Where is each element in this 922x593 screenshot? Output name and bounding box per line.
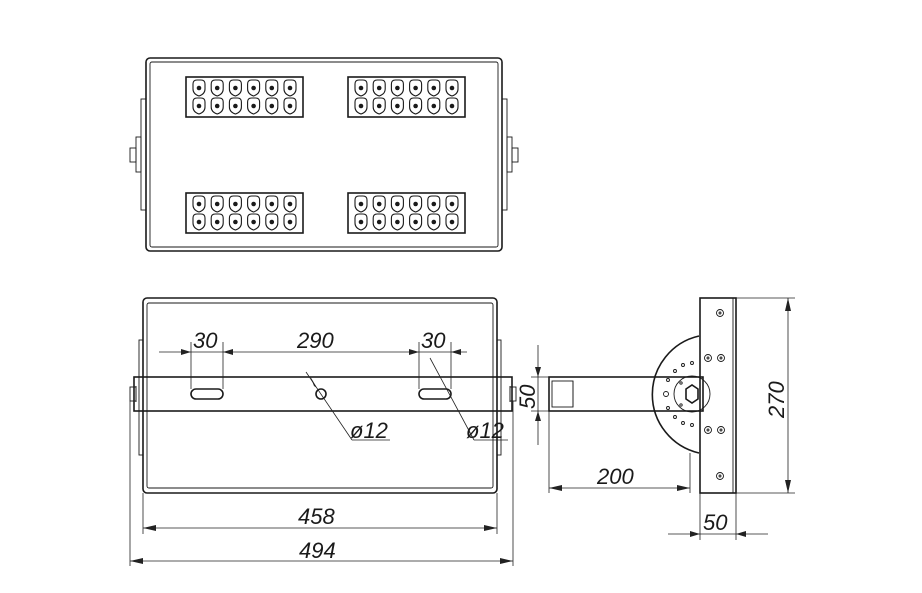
dimension-labels: 30 290 30 ø12 ø12 458 494 200 50 50 270 bbox=[193, 328, 789, 563]
led-lens bbox=[445, 213, 459, 231]
led-modules bbox=[185, 76, 466, 234]
dim-bracket-height: 50 bbox=[515, 384, 540, 409]
front-left-mount bbox=[129, 98, 147, 211]
led-lens bbox=[409, 79, 423, 97]
dim-hole-dia-right: ø12 bbox=[466, 418, 504, 443]
side-view bbox=[548, 297, 737, 494]
led-module-3 bbox=[185, 192, 304, 234]
led-module-frame bbox=[185, 192, 304, 234]
led-lens bbox=[265, 195, 279, 213]
led-lens bbox=[427, 79, 441, 97]
side-round-plate bbox=[651, 335, 700, 454]
led-lens bbox=[427, 97, 441, 115]
led-lens bbox=[445, 97, 459, 115]
led-lens bbox=[192, 195, 206, 213]
led-lens bbox=[372, 79, 386, 97]
led-lens bbox=[372, 97, 386, 115]
led-lens bbox=[390, 195, 404, 213]
led-lens bbox=[409, 213, 423, 231]
led-lens bbox=[228, 213, 242, 231]
led-lens bbox=[427, 213, 441, 231]
bracket-slot-left bbox=[190, 388, 224, 400]
dim-side-depth: 200 bbox=[596, 464, 634, 489]
dim-slot-width-left: 30 bbox=[193, 328, 218, 353]
led-lens bbox=[354, 195, 368, 213]
led-module-frame bbox=[347, 76, 466, 118]
led-lens bbox=[210, 79, 224, 97]
led-lens bbox=[210, 195, 224, 213]
led-module-frame bbox=[347, 192, 466, 234]
led-lens bbox=[354, 213, 368, 231]
led-lens bbox=[247, 97, 261, 115]
led-lens bbox=[372, 213, 386, 231]
led-lens bbox=[283, 79, 297, 97]
led-lens bbox=[390, 79, 404, 97]
dim-overall-width: 494 bbox=[299, 538, 336, 563]
led-lens bbox=[265, 79, 279, 97]
side-bracket-arm bbox=[548, 376, 704, 412]
led-lens bbox=[192, 213, 206, 231]
dim-hole-dia-center: ø12 bbox=[350, 418, 388, 443]
led-lens bbox=[192, 79, 206, 97]
front-view bbox=[129, 57, 519, 252]
led-lens bbox=[390, 97, 404, 115]
led-lens bbox=[354, 97, 368, 115]
hex-bolt bbox=[685, 384, 699, 404]
bracket-center-hole bbox=[315, 388, 327, 400]
dim-side-height: 270 bbox=[764, 381, 789, 419]
led-lens bbox=[409, 97, 423, 115]
led-lens bbox=[192, 97, 206, 115]
led-lens bbox=[427, 195, 441, 213]
led-lens bbox=[265, 213, 279, 231]
dim-body-width: 458 bbox=[298, 504, 335, 529]
led-lens bbox=[445, 195, 459, 213]
led-lens bbox=[265, 97, 279, 115]
led-lens bbox=[247, 213, 261, 231]
led-module-4 bbox=[347, 192, 466, 234]
led-lens bbox=[445, 79, 459, 97]
led-lens bbox=[247, 195, 261, 213]
side-mount-plate bbox=[699, 297, 737, 494]
bottom-view bbox=[129, 297, 517, 494]
led-lens bbox=[247, 79, 261, 97]
led-lens bbox=[210, 213, 224, 231]
led-lens bbox=[228, 97, 242, 115]
led-module-2 bbox=[347, 76, 466, 118]
dimension-lines bbox=[129, 297, 795, 566]
led-module-frame bbox=[185, 76, 304, 118]
led-lens bbox=[372, 195, 386, 213]
dim-slot-width-right: 30 bbox=[421, 328, 446, 353]
dim-slot-spacing: 290 bbox=[296, 328, 334, 353]
dim-side-plate-width: 50 bbox=[703, 510, 728, 535]
mounting-bracket bbox=[133, 376, 513, 412]
bracket-slot-right bbox=[418, 388, 452, 400]
led-lens bbox=[390, 213, 404, 231]
led-lens bbox=[283, 213, 297, 231]
led-lens bbox=[283, 195, 297, 213]
led-lens bbox=[228, 79, 242, 97]
led-module-1 bbox=[185, 76, 304, 118]
led-lens bbox=[210, 97, 224, 115]
led-lens bbox=[409, 195, 423, 213]
led-lens bbox=[228, 195, 242, 213]
led-lens bbox=[354, 79, 368, 97]
led-lens bbox=[283, 97, 297, 115]
front-right-mount bbox=[501, 98, 519, 211]
